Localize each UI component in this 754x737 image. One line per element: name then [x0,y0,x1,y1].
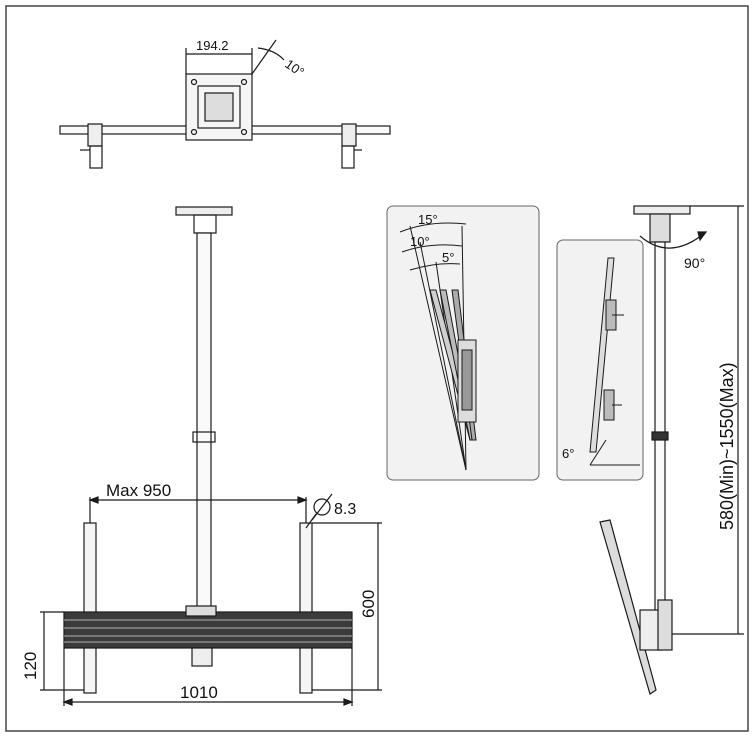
front-center-lower [191,647,213,667]
side-tv-panel [599,519,657,695]
front-pole-joint [192,431,216,443]
top-plate-window [204,92,234,122]
side-plate-bracket [649,213,671,243]
side-tilt-panel [556,239,644,481]
top-plate-inner [197,85,241,129]
top-view [59,39,391,169]
hole-diameter-label: 8.3 [334,501,356,518]
top-left-clamp-lower [89,145,103,169]
width-1010-label: 1010 [180,683,218,702]
front-pole [196,232,212,614]
pole-length-label: 580(Min)~1550(Max) [717,362,737,530]
top-right-clamp [341,123,357,147]
height-600-label: 600 [359,590,378,618]
front-right-arm [299,522,313,694]
side-ceiling-plate [633,205,691,215]
front-plate-bracket [193,214,217,234]
side-view [599,205,744,695]
front-center-bracket [185,605,217,617]
top-left-clamp [87,123,103,147]
tilt-6-label: 6° [562,446,574,461]
tilt-10-label: 10° [410,234,430,249]
tilt-15-label: 15° [418,212,438,227]
front-ceiling-plate [175,206,233,216]
front-view [40,206,382,706]
frame-border [5,5,749,732]
top-width-label: 194.2 [196,38,229,53]
swivel-90-label: 90° [684,255,705,271]
side-pole [654,241,666,613]
tilt-5-label: 5° [442,250,454,265]
front-left-arm [83,522,97,694]
tilt-detail-panel [386,205,540,481]
top-right-clamp-lower [341,145,355,169]
max-width-label: Max 950 [106,481,171,500]
height-120-label: 120 [21,652,40,680]
top-angle-label: 10° [282,56,307,80]
